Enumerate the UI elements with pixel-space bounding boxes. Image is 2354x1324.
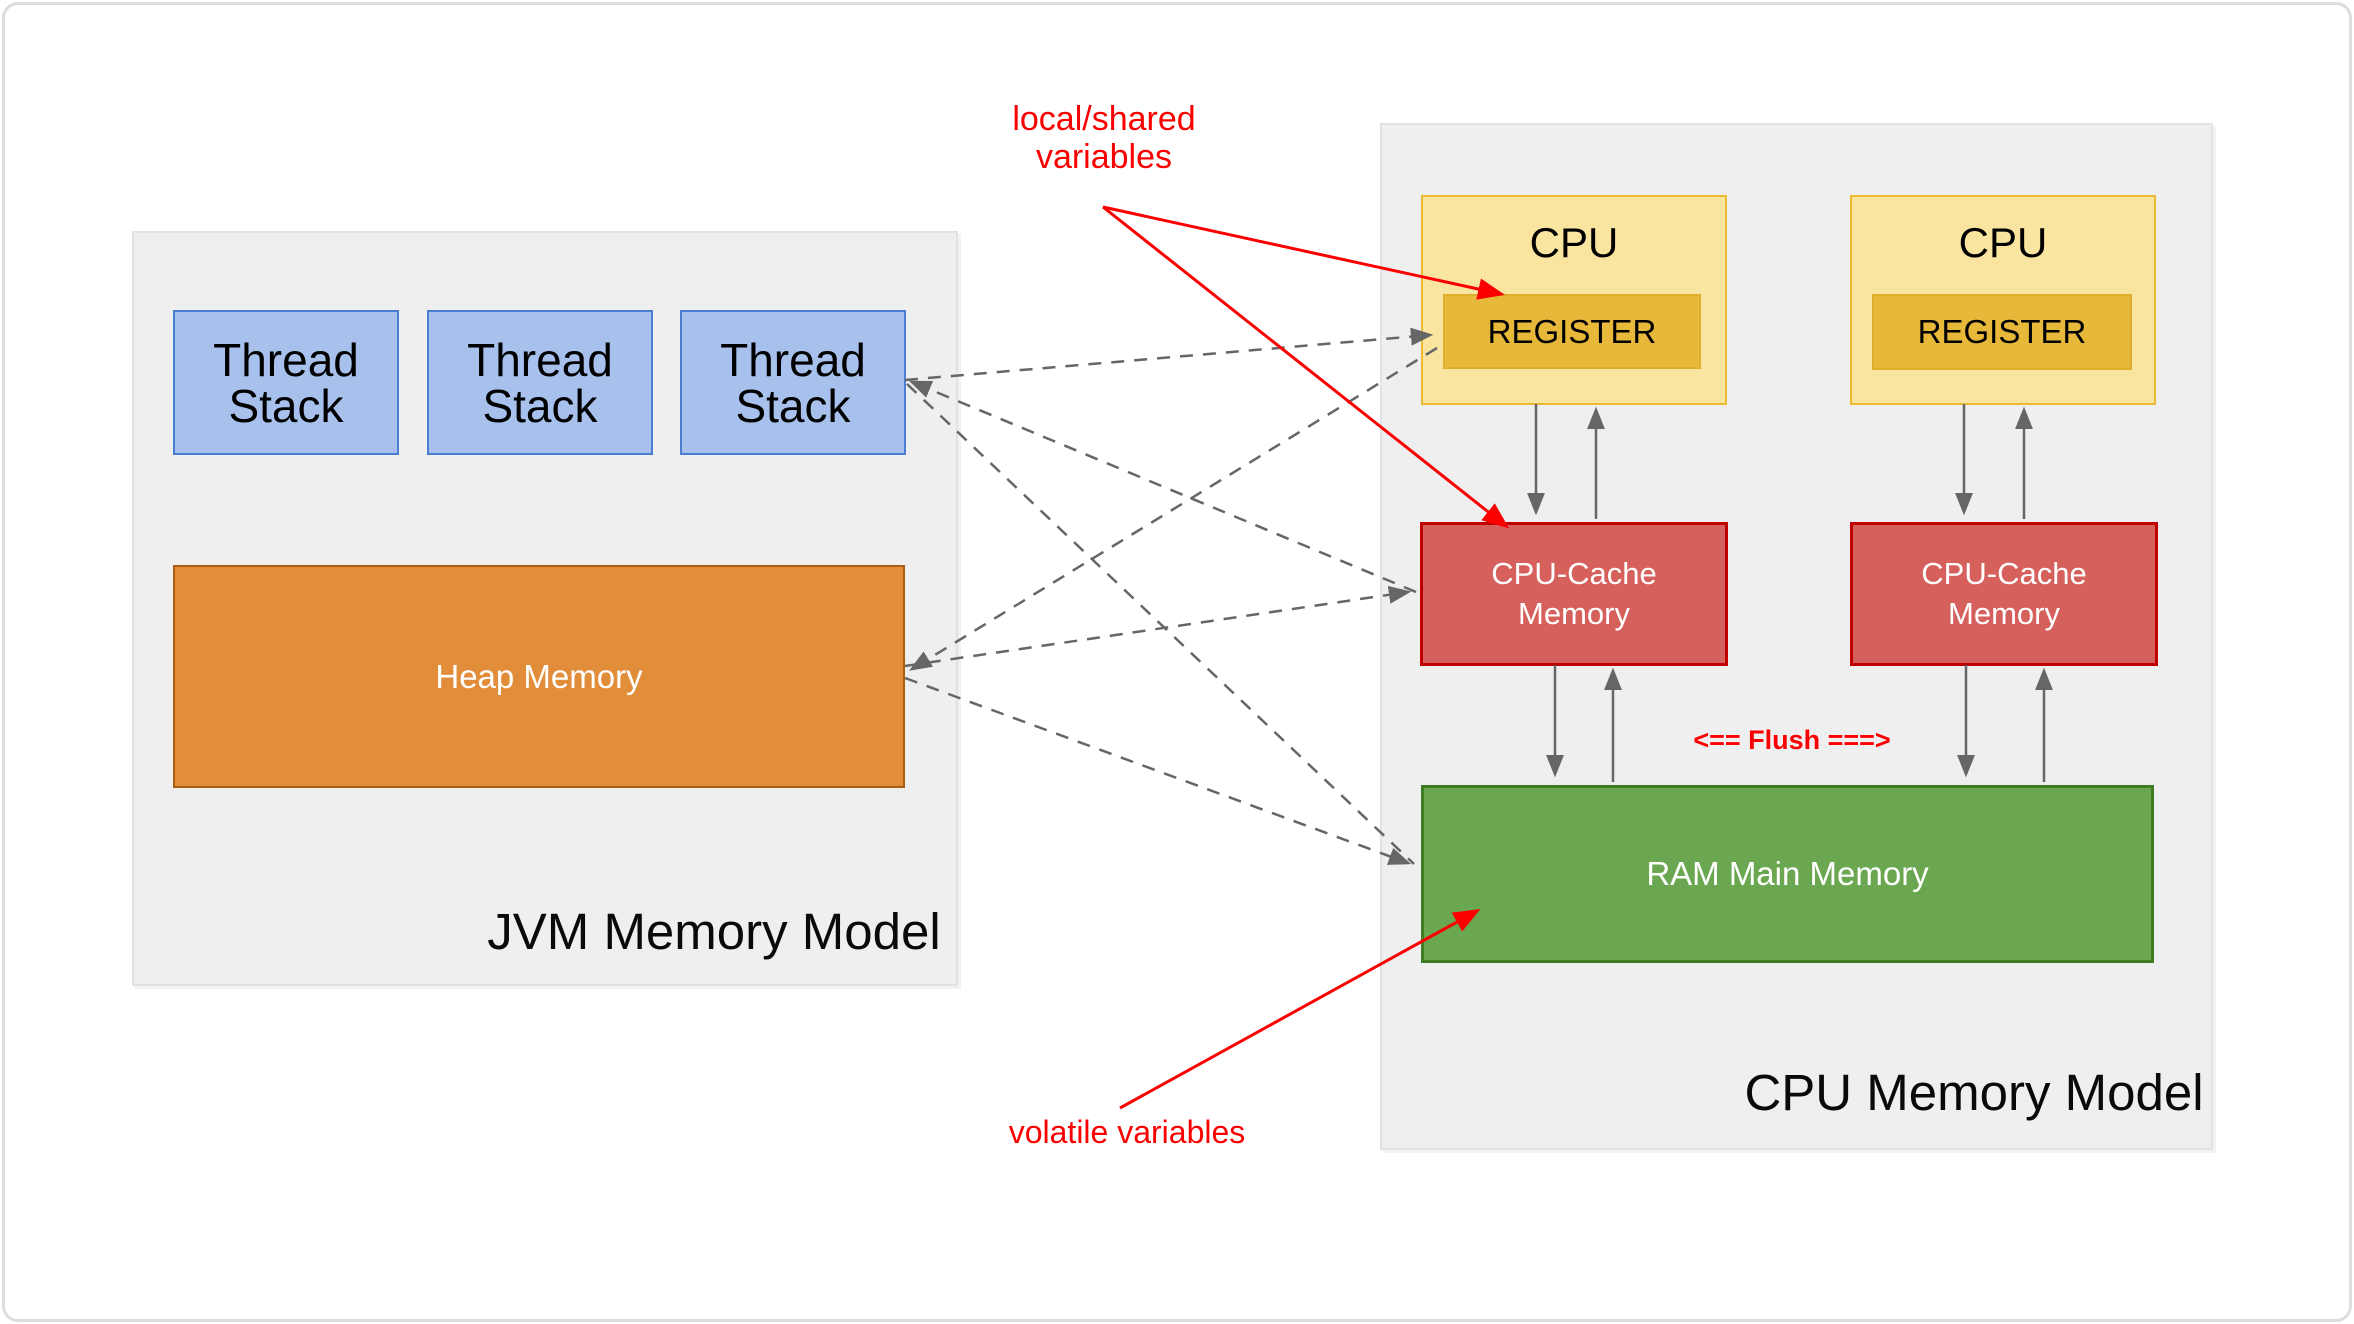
arrow-cache-to-ts3: [908, 380, 1417, 594]
volatile-variables-label: volatile variables: [1008, 1114, 1246, 1150]
arrow-ts3-to-register: [904, 327, 1434, 382]
cpu-box-1: CPU REGISTER: [1421, 195, 1727, 405]
thread-stack-box-2: Thread Stack: [427, 310, 653, 455]
thread-stack-label: Thread Stack: [467, 333, 613, 432]
cpu-panel-title: CPU Memory Model: [1744, 1064, 2204, 1121]
ram-main-memory-box: RAM Main Memory: [1421, 785, 2154, 963]
local-shared-line2: variables: [1035, 138, 1173, 176]
register-box-2: REGISTER: [1872, 294, 2132, 370]
cpu-label: CPU: [1529, 219, 1619, 266]
flush-label: <== Flush ===>: [1693, 725, 1891, 755]
cpu-box-2: CPU REGISTER: [1850, 195, 2156, 405]
heap-memory-box: Heap Memory: [173, 565, 905, 788]
cpu-label: CPU: [1958, 219, 2048, 266]
jvm-memory-model-panel: Thread Stack Thread Stack Thread Stack H…: [132, 231, 958, 986]
cpu-cache-label: CPU-Cache Memory: [1491, 555, 1657, 631]
cpu-memory-model-panel: CPU REGISTER CPU REGISTER CPU-Cache Memo…: [1380, 123, 2213, 1150]
arrow-heap-to-cache: [904, 585, 1412, 668]
jvm-panel-title: JVM Memory Model: [487, 903, 941, 960]
thread-stack-label: Thread Stack: [213, 333, 359, 432]
arrow-ts3-to-ram: [906, 383, 1415, 865]
cpu-cache-box-1: CPU-Cache Memory: [1420, 522, 1728, 666]
thread-stack-label: Thread Stack: [720, 333, 866, 432]
register-label: REGISTER: [1487, 312, 1657, 350]
thread-stack-box-1: Thread Stack: [173, 310, 399, 455]
heap-memory-label: Heap Memory: [435, 657, 643, 695]
cpu-cache-label: CPU-Cache Memory: [1921, 555, 2087, 631]
dashed-arrows: [904, 327, 1438, 865]
local-shared-line1: local/shared: [1012, 100, 1196, 138]
thread-stack-box-3: Thread Stack: [680, 310, 906, 455]
local-shared-variables-label: local/shared variables: [954, 100, 1254, 176]
register-label: REGISTER: [1917, 313, 2087, 350]
register-box-1: REGISTER: [1443, 294, 1701, 369]
cpu-cache-box-2: CPU-Cache Memory: [1850, 522, 2158, 666]
ram-label: RAM Main Memory: [1646, 855, 1929, 892]
arrow-heap-to-ram: [904, 676, 1412, 865]
arrow-register-to-heap: [909, 346, 1438, 671]
